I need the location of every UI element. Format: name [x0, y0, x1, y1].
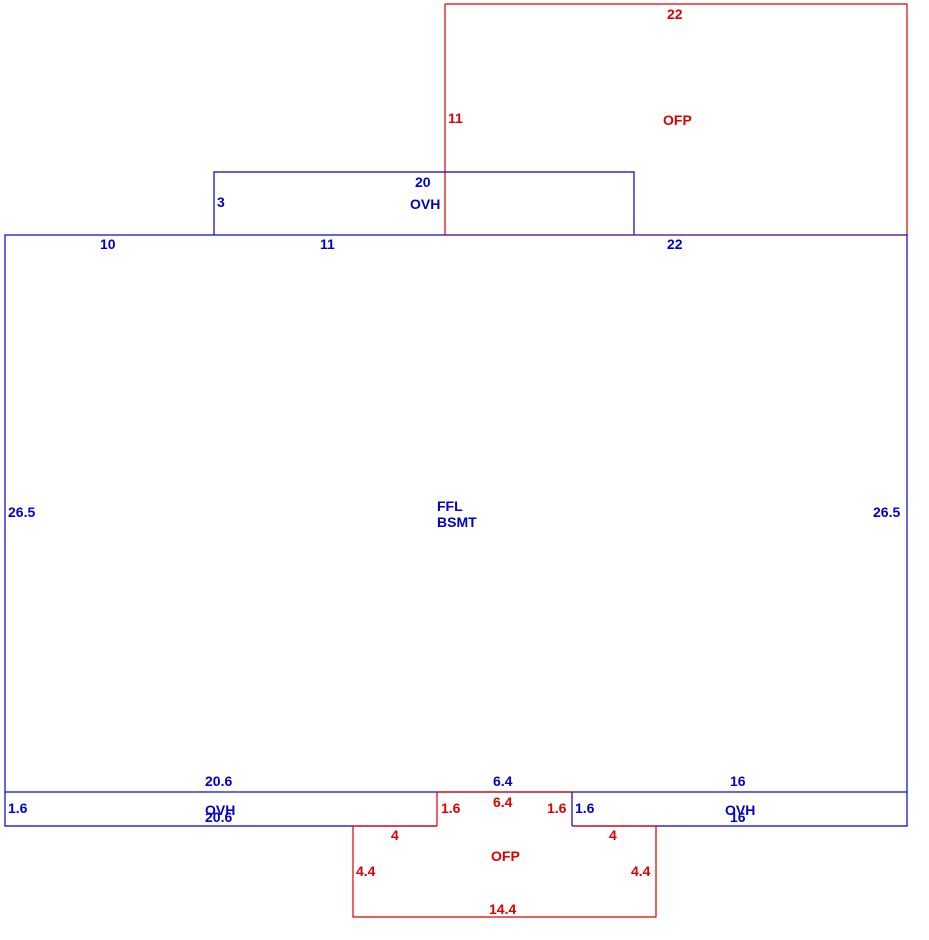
dim-main-top-left: 10 [100, 236, 116, 252]
dim-left-ovh-bottom: 20.6 [205, 809, 232, 825]
dim-porch-right: 4.4 [631, 863, 651, 879]
bottom-right-overhang-label: OVH [725, 802, 755, 818]
dim-main-bottom-left: 20.6 [205, 773, 232, 789]
dim-main-top-right: 22 [667, 236, 683, 252]
main-area-label-1: FFL [437, 498, 463, 514]
dim-left-ovh-side: 1.6 [8, 800, 28, 816]
dim-top-overhang-left: 3 [217, 194, 225, 210]
dim-top-porch-left: 11 [448, 110, 463, 126]
main-area-label-2: BSMT [437, 514, 477, 530]
bottom-porch-label: OFP [491, 848, 520, 864]
top-overhang-label: OVH [410, 196, 440, 212]
dim-right-ovh-side: 1.6 [575, 800, 595, 816]
bottom-left-overhang-outline [4, 792, 437, 827]
dim-porch-left-top: 4 [391, 827, 399, 843]
dim-main-top-mid: 11 [320, 236, 335, 252]
top-overhang-outline [213, 171, 635, 235]
dim-main-left: 26.5 [8, 504, 35, 520]
top-porch-outline [444, 3, 908, 235]
dim-right-ovh-bottom: 16 [730, 809, 746, 825]
bottom-porch-outline [352, 825, 657, 918]
dim-porch-right-top: 4 [609, 827, 617, 843]
dim-top-porch-top: 22 [667, 6, 683, 22]
dim-porch-step-left: 1.6 [441, 800, 461, 816]
dim-porch-left: 4.4 [356, 863, 376, 879]
dim-main-bottom-right: 16 [730, 773, 746, 789]
dim-main-bottom-mid: 6.4 [493, 773, 513, 789]
bottom-right-overhang-outline [572, 792, 908, 827]
dim-porch-step-right: 1.6 [547, 800, 567, 816]
bottom-left-overhang-label: OVH [205, 802, 235, 818]
dim-porch-step-top: 6.4 [493, 794, 513, 810]
dim-main-right: 26.5 [873, 504, 900, 520]
dim-porch-bottom: 14.4 [489, 901, 516, 917]
dim-top-overhang-top: 20 [415, 174, 431, 190]
top-porch-label: OFP [663, 112, 692, 128]
